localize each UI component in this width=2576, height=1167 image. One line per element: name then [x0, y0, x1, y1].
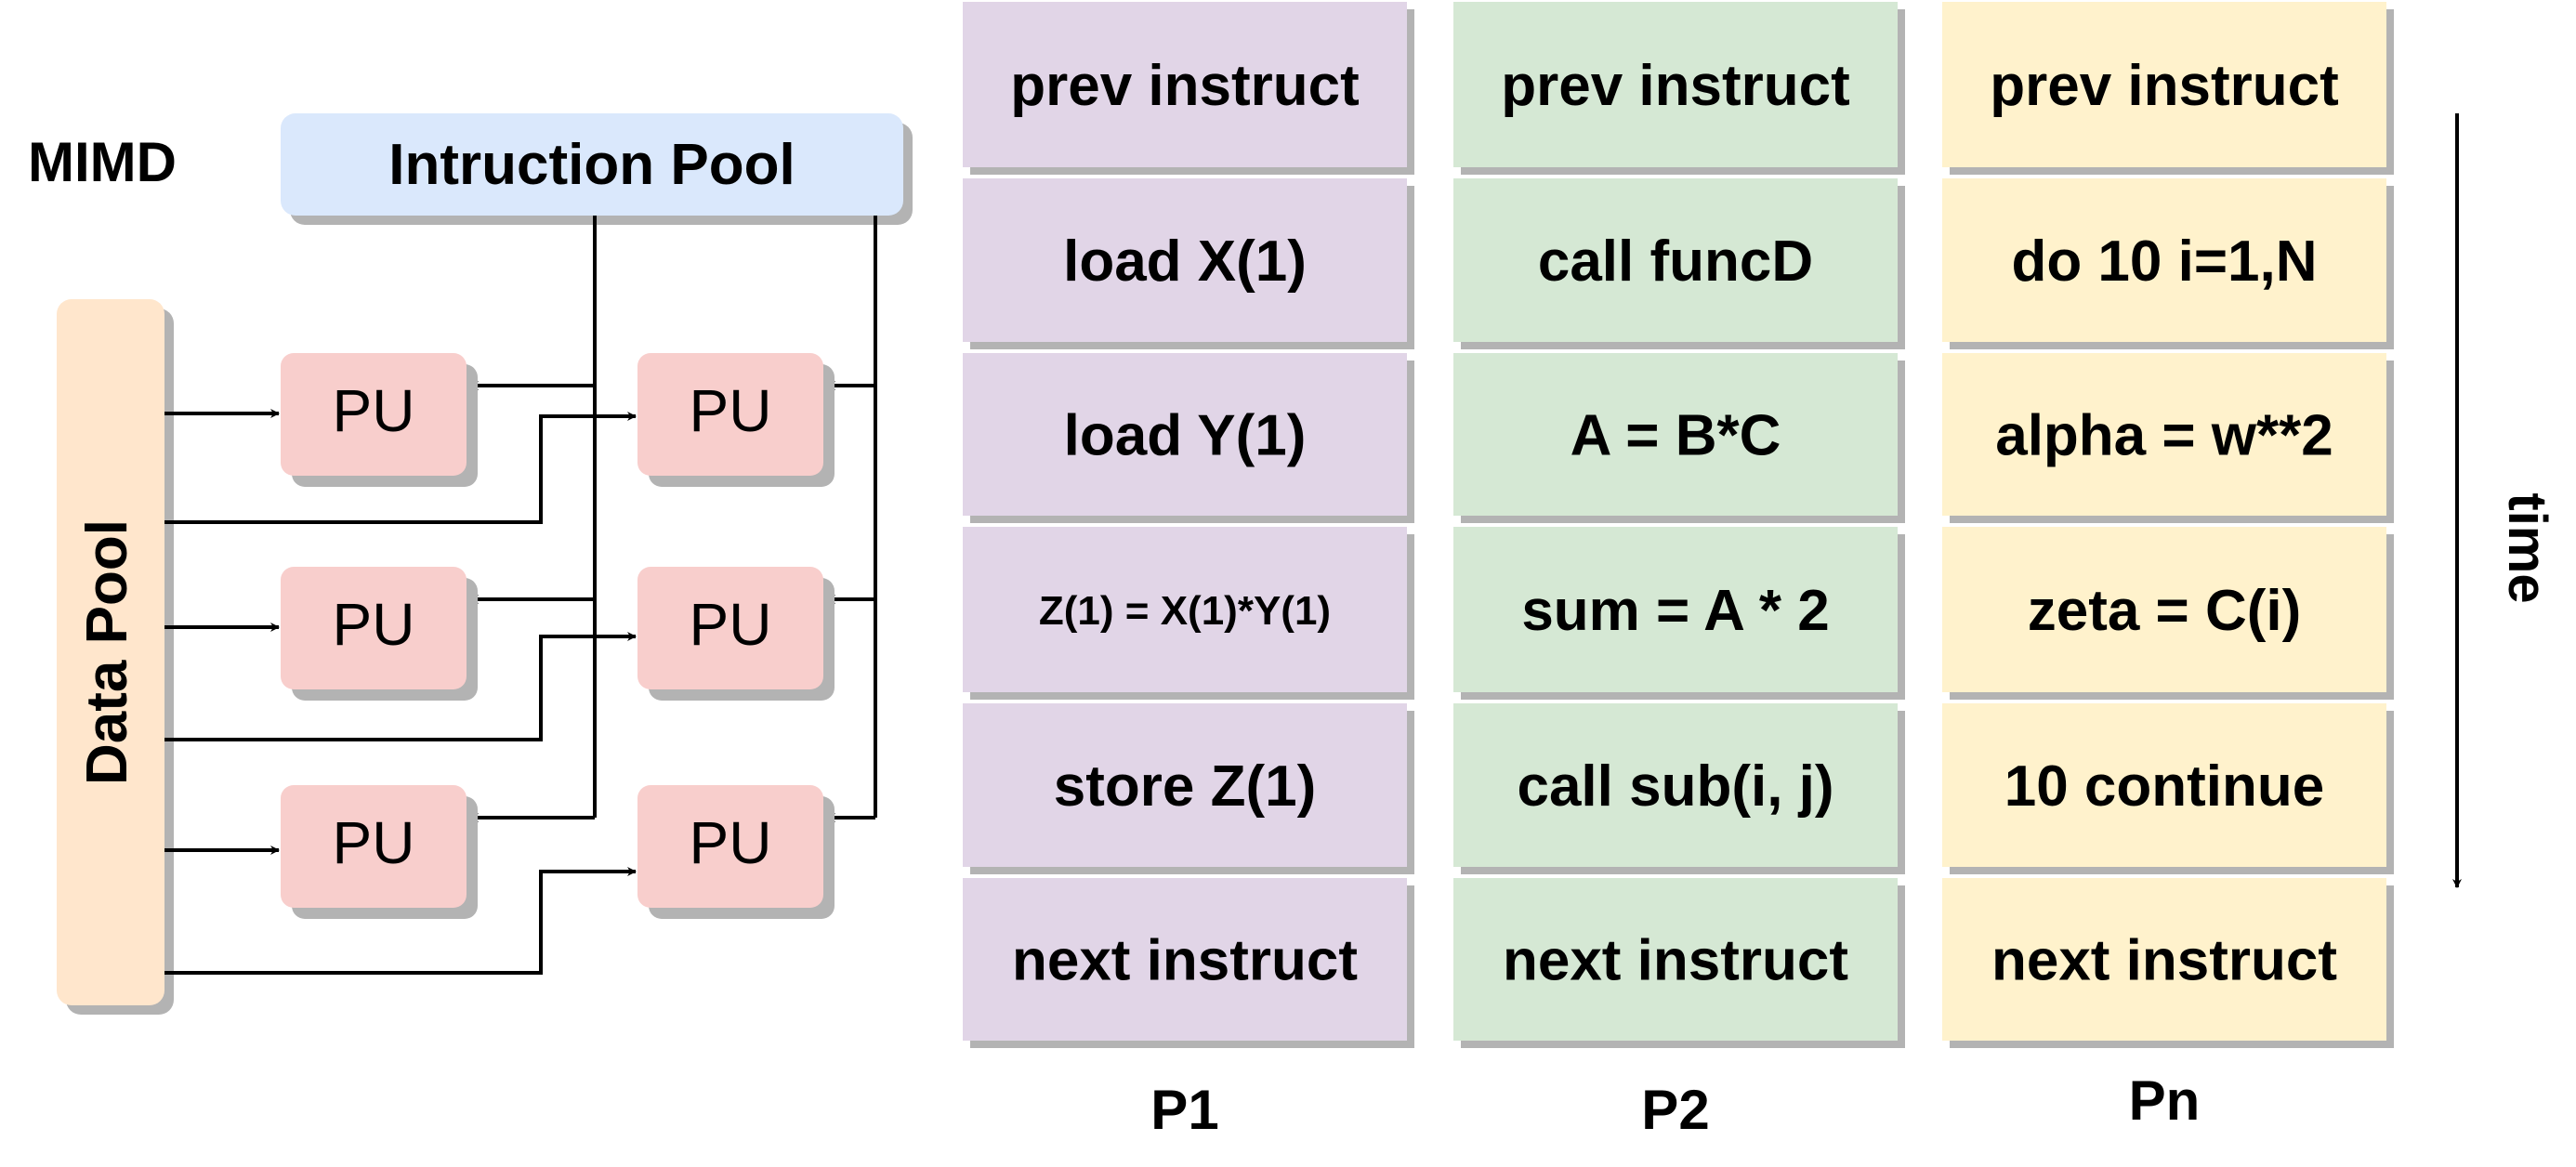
instruction-text: prev instruct [1010, 54, 1360, 118]
instruction-cell: zeta = C(i) [1942, 527, 2394, 700]
instruction-text: store Z(1) [1054, 754, 1316, 819]
processor-column-pn: prev instruct do 10 i=1,N alpha = w**2 zeta… [1942, 2, 2394, 1132]
data-pool-box: Data Pool [57, 299, 174, 1015]
instruction-text: sum = A * 2 [1521, 579, 1829, 643]
instruction-cell: alpha = w**2 [1942, 353, 2394, 523]
instruction-cell: do 10 i=1,N [1942, 178, 2394, 349]
instruction-text: alpha = w**2 [1995, 404, 2333, 468]
pu-label: PU [690, 809, 772, 876]
instruction-text: next instruct [1503, 929, 1848, 993]
processor-column-p1: prev instruct load X(1) load Y(1) Z(1) = X(… [963, 2, 1414, 1141]
pu-box-1-2: PU [637, 353, 835, 487]
instruction-cell: next instruct [1453, 878, 1905, 1048]
instruction-pool-box: Intruction Pool [281, 113, 913, 225]
instruction-cell: 10 continue [1942, 703, 2394, 874]
instruction-cell: load Y(1) [963, 353, 1414, 523]
connection-lines [164, 216, 877, 975]
instruction-cell: A = B*C [1453, 353, 1905, 523]
instruction-text: Z(1) = X(1)*Y(1) [1039, 588, 1331, 634]
time-axis: time [2452, 113, 2557, 888]
instruction-text: load Y(1) [1064, 404, 1307, 468]
instruction-cell: prev instruct [1453, 2, 1905, 175]
pu-box-3-1: PU [281, 785, 478, 919]
instruction-cell: call sub(i, j) [1453, 703, 1905, 874]
instruction-text: prev instruct [1501, 54, 1850, 118]
processor-label: P1 [1150, 1079, 1218, 1141]
instruction-text: call sub(i, j) [1517, 754, 1833, 819]
pu-label: PU [333, 809, 415, 876]
processor-column-p2: prev instruct call funcD A = B*C sum = A * … [1453, 2, 1905, 1141]
processor-label: Pn [2129, 1069, 2201, 1132]
instruction-cell: store Z(1) [963, 703, 1414, 874]
data-arrow-pu-2-2 [164, 632, 637, 741]
instruction-text: next instruct [1991, 929, 2337, 993]
instruction-text: load X(1) [1063, 229, 1307, 294]
instruction-text: prev instruct [1990, 54, 2339, 118]
instruction-text: zeta = C(i) [2028, 579, 2302, 643]
instruction-text: 10 continue [2004, 754, 2325, 819]
pu-label: PU [333, 591, 415, 658]
diagram-title: MIMD [28, 131, 177, 193]
instruction-cell: next instruct [963, 878, 1414, 1048]
time-label: time [2497, 492, 2557, 603]
data-arrow-pu-3-2 [164, 867, 637, 975]
pu-label: PU [333, 377, 415, 444]
instruction-cell: sum = A * 2 [1453, 527, 1905, 700]
instruction-text: A = B*C [1571, 404, 1781, 468]
processor-label: P2 [1641, 1079, 1709, 1141]
instruction-text: call funcD [1538, 229, 1813, 294]
processing-units: PU PU PU PU PU PU [281, 353, 835, 919]
pu-box-2-2: PU [637, 567, 835, 701]
data-pool-label: Data Pool [75, 519, 139, 785]
instruction-text: do 10 i=1,N [2011, 229, 2317, 294]
data-arrow-pu-1-2 [164, 412, 637, 524]
pu-label: PU [690, 377, 772, 444]
instruction-pool-label: Intruction Pool [388, 133, 795, 197]
instruction-cell: call funcD [1453, 178, 1905, 349]
instruction-cell: prev instruct [1942, 2, 2394, 175]
instruction-cell: load X(1) [963, 178, 1414, 349]
pu-box-1-1: PU [281, 353, 478, 487]
pu-box-2-1: PU [281, 567, 478, 701]
instruction-cell: Z(1) = X(1)*Y(1) [963, 527, 1414, 700]
instruction-cell: next instruct [1942, 878, 2394, 1048]
processor-columns: prev instruct load X(1) load Y(1) Z(1) = X(… [963, 2, 2394, 1141]
instruction-text: next instruct [1012, 929, 1358, 993]
pu-box-3-2: PU [637, 785, 835, 919]
instruction-cell: prev instruct [963, 2, 1414, 175]
pu-label: PU [690, 591, 772, 658]
